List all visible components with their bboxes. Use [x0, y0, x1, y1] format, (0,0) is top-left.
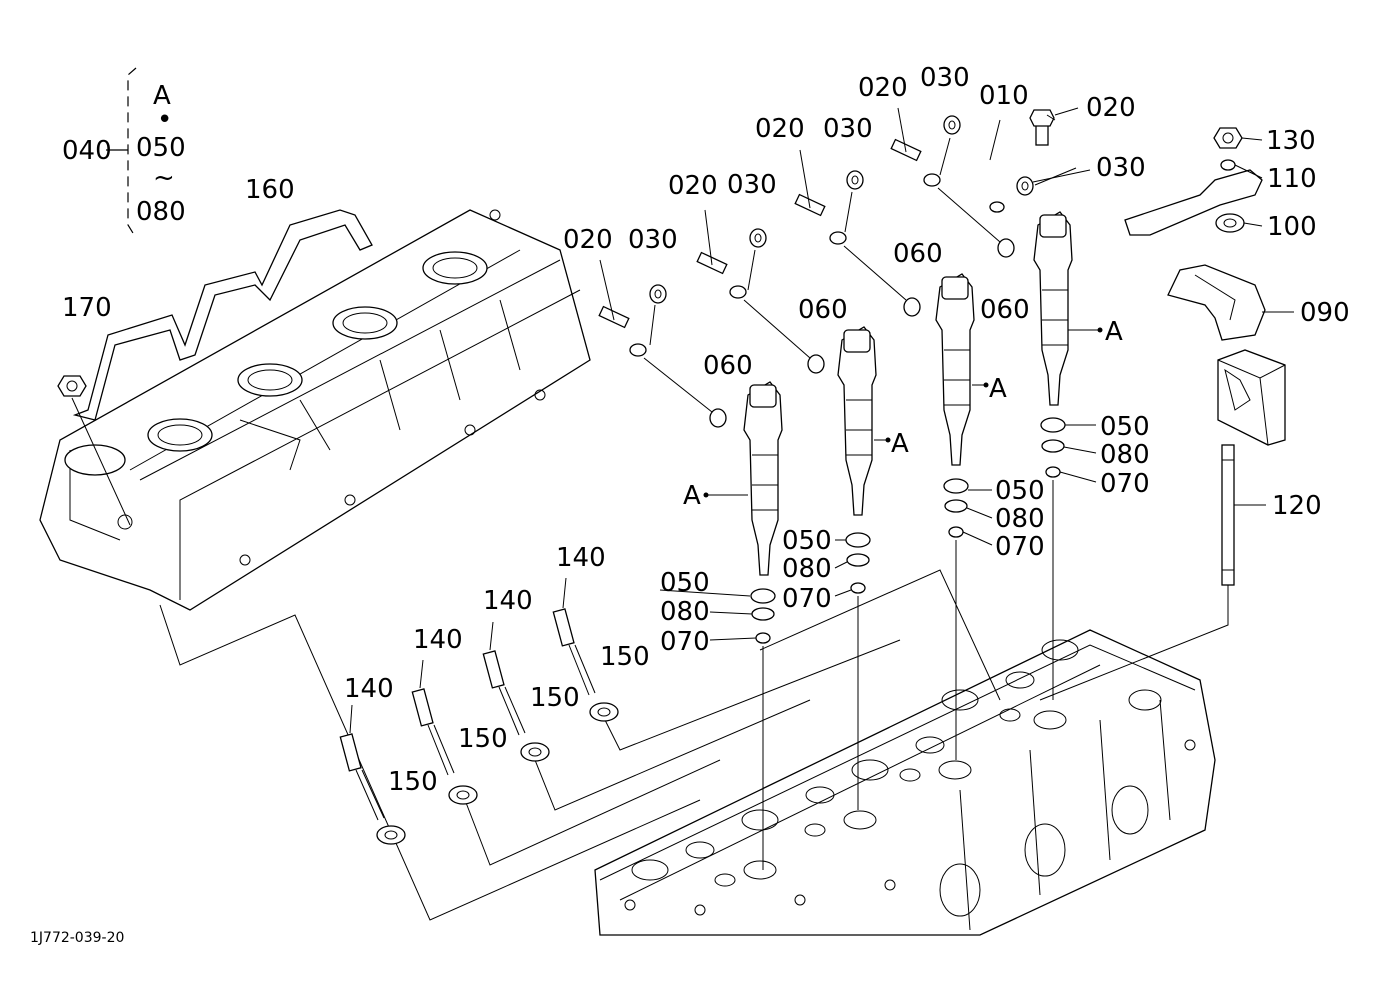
callout-060: 060 — [798, 295, 848, 325]
group-item-a: A — [153, 81, 171, 111]
callout-050: 050 — [660, 568, 710, 598]
assembly-leader-lines — [159, 569, 1229, 921]
callout-020: 020 — [563, 225, 613, 255]
callout-labels: 010 020 020 020 020 020 030 030 030 030 … — [62, 63, 1350, 797]
drawing-id: 1J772-039-20 — [30, 930, 124, 946]
callout-080: 080 — [660, 597, 710, 627]
callout-020: 020 — [755, 114, 805, 144]
callout-140: 140 — [344, 674, 394, 704]
fuel-return-pipe — [629, 173, 1005, 357]
group-item-dot: • — [157, 105, 172, 135]
callout-140: 140 — [483, 586, 533, 616]
cylinder-head — [594, 629, 1216, 936]
clamp-assembly — [1124, 127, 1286, 586]
callout-070: 070 — [782, 584, 832, 614]
glow-plug-1 — [339, 733, 406, 845]
group-label: 040 — [62, 136, 112, 166]
callout-060: 060 — [893, 239, 943, 269]
callout-050: 050 — [782, 526, 832, 556]
o-rings-060 — [643, 187, 1015, 428]
glow-plugs — [339, 577, 619, 845]
callout-030: 030 — [1096, 153, 1146, 183]
group-bracket: 040 A • 050 ~ 080 — [62, 67, 186, 239]
callout-080: 080 — [995, 504, 1045, 534]
callout-170: 170 — [62, 293, 112, 323]
washers-030 — [649, 115, 1034, 304]
callout-050: 050 — [995, 476, 1045, 506]
callout-060: 060 — [703, 351, 753, 381]
callout-080: 080 — [782, 554, 832, 584]
injector-4 — [1033, 211, 1073, 700]
callout-070: 070 — [995, 532, 1045, 562]
callout-150: 150 — [530, 683, 580, 713]
callout-150: 150 — [600, 642, 650, 672]
callout-070: 070 — [660, 627, 710, 657]
callout-060: 060 — [980, 295, 1030, 325]
injector-3 — [935, 273, 975, 760]
callout-120: 120 — [1272, 491, 1322, 521]
glow-plug-3 — [482, 650, 550, 762]
injector-2 — [837, 326, 877, 810]
callout-030: 030 — [920, 63, 970, 93]
callout-050: 050 — [1100, 412, 1150, 442]
callout-100: 100 — [1267, 212, 1317, 242]
callout-130: 130 — [1266, 126, 1316, 156]
callout-110: 110 — [1267, 164, 1317, 194]
callout-070: 070 — [1100, 469, 1150, 499]
group-item-tilde: ~ — [153, 163, 175, 193]
callout-020: 020 — [668, 171, 718, 201]
nut-170 — [57, 375, 131, 526]
callout-020: 020 — [1086, 93, 1136, 123]
bracket-160 — [72, 209, 373, 421]
callout-080: 080 — [1100, 440, 1150, 470]
injector-a-label: A — [683, 481, 701, 511]
injector-1 — [743, 381, 783, 870]
callout-140: 140 — [413, 625, 463, 655]
glow-plug-4 — [552, 608, 619, 722]
callout-030: 030 — [823, 114, 873, 144]
callout-160: 160 — [245, 175, 295, 205]
banjo-bolts — [598, 109, 1055, 329]
injector-a-label: A — [989, 374, 1007, 404]
callout-010: 010 — [979, 81, 1029, 111]
callout-030: 030 — [628, 225, 678, 255]
group-item-080: 080 — [136, 197, 186, 227]
glow-plug-2 — [411, 688, 478, 805]
callout-140: 140 — [556, 543, 606, 573]
callout-030: 030 — [727, 170, 777, 200]
callout-090: 090 — [1300, 298, 1350, 328]
group-item-050: 050 — [136, 133, 186, 163]
callout-020: 020 — [858, 73, 908, 103]
callout-leaders — [599, 107, 1294, 641]
callout-150: 150 — [458, 724, 508, 754]
callout-150: 150 — [388, 767, 438, 797]
injector-a-label: A — [1105, 317, 1123, 347]
injector-a-label: A — [891, 429, 909, 459]
valve-cover — [39, 209, 591, 611]
